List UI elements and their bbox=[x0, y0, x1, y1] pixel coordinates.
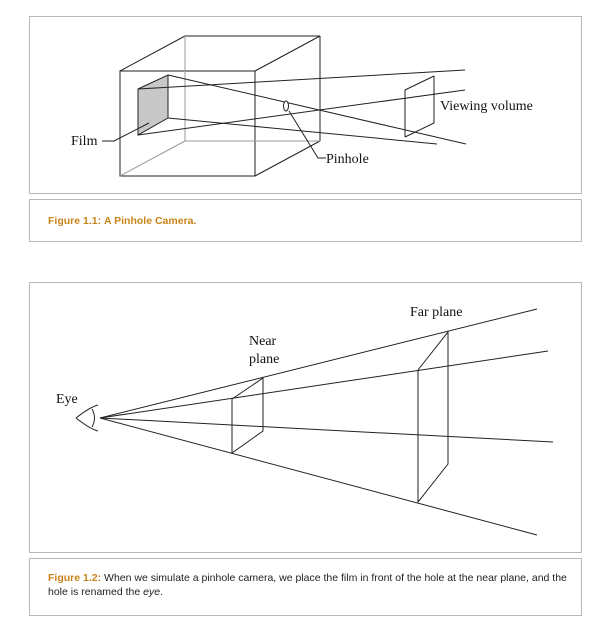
eye-icon bbox=[75, 404, 99, 432]
ray-top-near bbox=[99, 350, 549, 419]
figure-1-2-caption-box: Figure 1.2: When we simulate a pinhole c… bbox=[29, 558, 582, 616]
figure-1-1-number: Figure 1.1: bbox=[48, 215, 102, 227]
figure-1-1-caption: Figure 1.1: A Pinhole Camera. bbox=[48, 214, 196, 228]
near-plane-label-line2: plane bbox=[249, 352, 279, 367]
view-frustum-diagram: Eye Near plane Far plane bbox=[56, 305, 554, 536]
figure-1-2-panel: Eye Near plane Far plane bbox=[29, 282, 582, 553]
viewing-volume-label: Viewing volume bbox=[440, 99, 533, 114]
eye-label: Eye bbox=[56, 392, 78, 407]
pinhole-leader-line bbox=[288, 110, 326, 159]
film-leader-line bbox=[102, 122, 150, 142]
figure-1-2-caption: Figure 1.2: When we simulate a pinhole c… bbox=[48, 571, 567, 599]
ray-bottom-near bbox=[99, 417, 554, 443]
figure-1-2-text: When we simulate a pinhole camera, we pl… bbox=[48, 572, 567, 598]
pinhole-camera-diagram: Film Pinhole Viewing volume bbox=[71, 35, 533, 177]
far-plane-label: Far plane bbox=[410, 305, 462, 320]
ray-top-far bbox=[99, 308, 538, 419]
figure-1-1-title: A Pinhole Camera. bbox=[104, 215, 197, 227]
pinhole-mark bbox=[283, 100, 289, 112]
figure-1-2-emphasis: eye bbox=[143, 586, 161, 598]
figure-1-2-number: Figure 1.2: bbox=[48, 572, 102, 584]
figure-1-2-text-end: . bbox=[160, 586, 164, 598]
pinhole-label: Pinhole bbox=[326, 152, 369, 167]
box-front-face bbox=[119, 70, 256, 177]
figure-1-1-caption-box: Figure 1.1: A Pinhole Camera. bbox=[29, 199, 582, 242]
film-label: Film bbox=[71, 134, 98, 149]
figure-1-1-panel: Film Pinhole Viewing volume bbox=[29, 16, 582, 194]
viewing-volume-frame bbox=[404, 75, 435, 138]
ray-bottom-far bbox=[99, 417, 538, 536]
far-plane bbox=[417, 330, 449, 504]
near-plane bbox=[231, 377, 264, 454]
near-plane-label-line1: Near bbox=[249, 334, 277, 349]
